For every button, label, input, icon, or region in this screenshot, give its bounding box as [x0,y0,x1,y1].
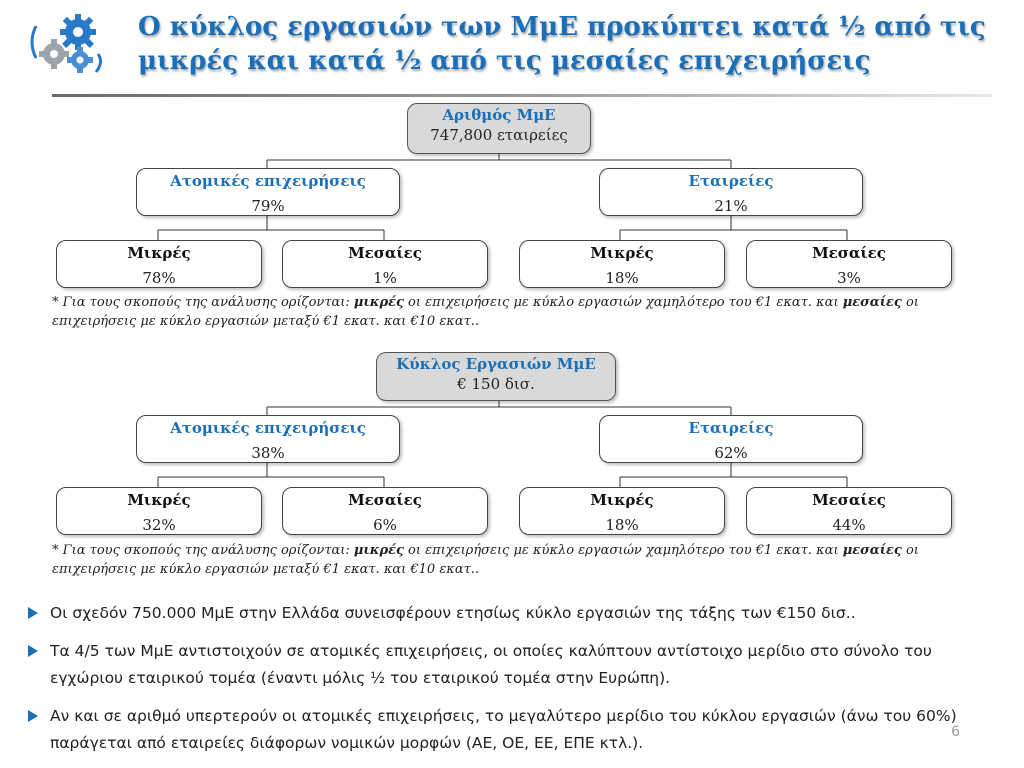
tree1-left-value: 79% [251,197,285,215]
tree2-left-medium-value: 6% [373,516,397,534]
tree2-right-label: Εταιρείες [688,419,774,437]
tree2-root-box: Κύκλος Εργασιών ΜμΕ € 150 δισ. [376,352,616,401]
bullet-item: Οι σχεδόν 750.000 ΜμΕ στην Ελλάδα συνεισ… [28,600,1008,627]
tree2-right-box: Εταιρείες 62% [599,415,863,463]
title-divider [52,94,992,97]
footnote-bold: μικρές [353,295,404,310]
tree2-left-small-box: Μικρές 32% [56,487,262,535]
tree1-right-medium-box: Μεσαίες 3% [746,240,952,288]
bullet-list: Οι σχεδόν 750.000 ΜμΕ στην Ελλάδα συνεισ… [28,600,1008,768]
bullet-text: Αν και σε αριθμό υπερτερούν οι ατομικές … [50,707,957,752]
tree1-left-small-value: 78% [142,269,176,287]
bullet-item: Τα 4/5 των ΜμΕ αντιστοιχούν σε ατομικές … [28,638,1008,692]
arrow-bullet-icon [28,607,38,619]
tree2-left-medium-label: Μεσαίες [348,491,422,509]
tree1-root-value: 747,800 εταιρείες [430,126,568,144]
tree2-right-medium-box: Μεσαίες 44% [746,487,952,535]
tree1-left-small-box: Μικρές 78% [56,240,262,288]
gear-icon [60,14,96,50]
tree2-left-medium-box: Μεσαίες 6% [282,487,488,535]
bullet-text: Οι σχεδόν 750.000 ΜμΕ στην Ελλάδα συνεισ… [50,604,856,622]
tree2-left-small-label: Μικρές [127,491,191,509]
tree2-left-label: Ατομικές επιχειρήσεις [170,419,366,437]
gear-icon [39,39,69,69]
footnote-text: * Για τους σκοπούς της ανάλυσης ορίζοντα… [52,543,354,558]
tree1-left-medium-box: Μεσαίες 1% [282,240,488,288]
arrow-bullet-icon [28,710,38,722]
tree1-right-label: Εταιρείες [688,172,774,190]
tree2-right-medium-value: 44% [832,516,866,534]
tree2-right-small-label: Μικρές [590,491,654,509]
tree1-right-box: Εταιρείες 21% [599,168,863,216]
footnote-text: οι επιχειρήσεις με κύκλο εργασιών χαμηλό… [403,543,843,558]
tree1-left-box: Ατομικές επιχειρήσεις 79% [136,168,400,216]
tree1-right-small-box: Μικρές 18% [519,240,725,288]
tree1-right-small-label: Μικρές [590,244,654,262]
tree1-right-value: 21% [714,197,748,215]
tree2-footnote: * Για τους σκοπούς της ανάλυσης ορίζοντα… [52,541,982,579]
tree1-footnote: * Για τους σκοπούς της ανάλυσης ορίζοντα… [52,293,982,331]
slide-title: Ο κύκλος εργασιών των ΜμΕ προκύπτει κατά… [138,12,986,76]
tree2-root-label: Κύκλος Εργασιών ΜμΕ [396,355,596,373]
arrow-bullet-icon [28,645,38,657]
tree2-right-medium-label: Μεσαίες [812,491,886,509]
tree1-left-label: Ατομικές επιχειρήσεις [170,172,366,190]
tree1-left-medium-label: Μεσαίες [348,244,422,262]
tree1-left-small-label: Μικρές [127,244,191,262]
page-number: 6 [951,724,960,740]
tree2-right-small-box: Μικρές 18% [519,487,725,535]
bullet-item: Αν και σε αριθμό υπερτερούν οι ατομικές … [28,703,1008,757]
footnote-text: * Για τους σκοπούς της ανάλυσης ορίζοντα… [52,295,354,310]
tree1-right-medium-value: 3% [837,269,861,287]
gears-logo-icon [30,14,103,73]
tree2-left-value: 38% [251,444,285,462]
tree2-right-value: 62% [714,444,748,462]
footnote-bold: μικρές [353,543,404,558]
tree2-left-box: Ατομικές επιχειρήσεις 38% [136,415,400,463]
footnote-text: οι επιχειρήσεις με κύκλο εργασιών χαμηλό… [403,295,843,310]
tree1-left-medium-value: 1% [373,269,397,287]
bullet-text: Τα 4/5 των ΜμΕ αντιστοιχούν σε ατομικές … [50,642,932,687]
footnote-bold: μεσαίες [842,543,902,558]
tree1-right-medium-label: Μεσαίες [812,244,886,262]
gear-icon [67,47,93,73]
footnote-bold: μεσαίες [842,295,902,310]
tree1-root-label: Αριθμός ΜμΕ [442,106,556,124]
footnote-text: οι επιχειρήσεις με κύκλο εργασιών μεταξύ… [52,543,919,577]
footnote-text: οι επιχειρήσεις με κύκλο εργασιών μεταξύ… [52,295,919,329]
tree1-right-small-value: 18% [605,269,639,287]
tree2-left-small-value: 32% [142,516,176,534]
tree1-root-box: Αριθμός ΜμΕ 747,800 εταιρείες [407,103,591,154]
tree2-right-small-value: 18% [605,516,639,534]
tree2-root-value: € 150 δισ. [457,375,535,393]
